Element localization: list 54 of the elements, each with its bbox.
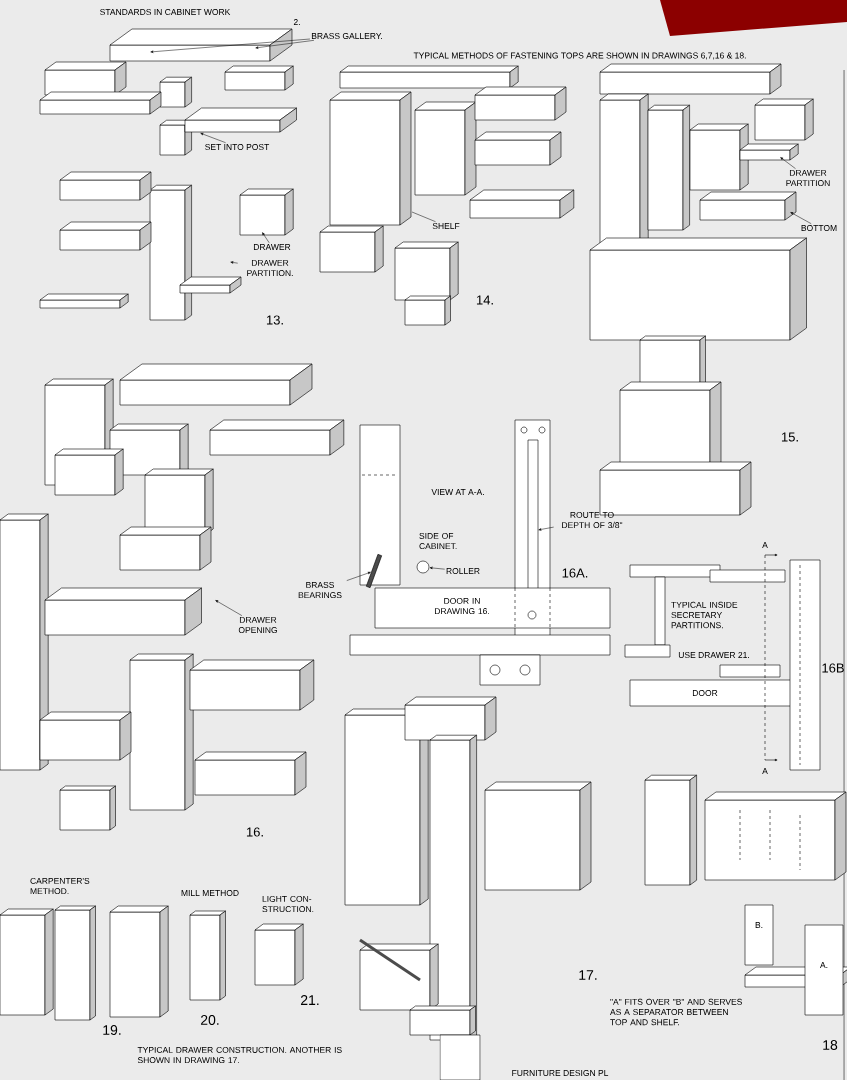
part-label: DOOR xyxy=(692,690,718,696)
leader-line xyxy=(429,566,445,570)
method-label: MILL METHOD xyxy=(181,890,239,896)
part-label: SHELF xyxy=(432,223,460,229)
figure-number: 15. xyxy=(781,432,798,442)
bearing-bar xyxy=(366,554,382,588)
part-label: DOOR IN DRAWING 16. xyxy=(435,597,489,615)
leader-line xyxy=(200,133,226,143)
figure-number: 14. xyxy=(476,295,493,305)
part-label: DRAWER PARTITION xyxy=(786,169,830,187)
view-label: VIEW AT A-A. xyxy=(431,489,484,495)
figure-number: 21. xyxy=(301,995,319,1005)
note-text: TYPICAL METHODS OF FASTENING TOPS ARE SHOWN IN DRAWINGS 6,7,16 & 18. xyxy=(413,52,746,60)
figure-number: 19. xyxy=(103,1025,121,1035)
note-text: "A" FITS OVER "B" AND SERVES AS A SEPARATOR BETWEEN TOP AND SHELF. xyxy=(610,998,742,1026)
part-label: A. xyxy=(820,962,828,968)
footer-text: FURNITURE DESIGN PL xyxy=(512,1070,609,1076)
leader-line xyxy=(230,261,238,264)
leader-line xyxy=(255,40,315,49)
figure-number: 16B xyxy=(822,663,844,673)
leader-line xyxy=(215,600,243,616)
part-label: DRAWER PARTITION. xyxy=(247,259,293,277)
note-text: TYPICAL DRAWER CONSTRUCTION. ANOTHER IS SHOWN IN DRAWING 17. xyxy=(137,1046,342,1064)
note-text: TYPICAL INSIDE SECRETARY PARTITIONS. xyxy=(671,601,738,629)
part-label: ROUTE TO DEPTH OF 3/8" xyxy=(562,511,623,529)
leader-line xyxy=(780,157,796,169)
figure-number: 18 xyxy=(823,1040,838,1050)
part-label: BOTTOM xyxy=(801,225,837,231)
part-label: SET INTO POST xyxy=(205,144,270,150)
part-label: DRAWER xyxy=(253,244,291,250)
leader-line xyxy=(150,38,311,53)
section-mark: A xyxy=(762,768,768,774)
part-label: ROLLER xyxy=(446,568,480,574)
note-text: USE DRAWER 21. xyxy=(678,652,749,658)
method-label: LIGHT CON- STRUCTION. xyxy=(262,895,314,913)
section-mark: A xyxy=(762,542,768,548)
figure-number: 13. xyxy=(266,315,283,325)
part-label: BRASS BEARINGS xyxy=(298,581,342,599)
leader-line xyxy=(790,212,812,224)
part-label: BRASS GALLERY. xyxy=(311,33,382,39)
leader-line xyxy=(538,526,554,531)
part-label: SIDE OF CABINET. xyxy=(419,532,457,550)
leader-line xyxy=(346,571,371,581)
callout-number: 2. xyxy=(293,19,300,25)
figure-number: 16. xyxy=(246,827,263,837)
leader-line xyxy=(411,211,436,222)
figure-number: 16A. xyxy=(562,568,588,578)
leader-line xyxy=(262,232,270,244)
figure-number: 20. xyxy=(201,1015,219,1025)
part-label: DRAWER OPENING xyxy=(238,616,277,634)
figure-number: 17. xyxy=(579,970,597,980)
part-label: B. xyxy=(755,922,763,928)
method-label: CARPENTER'S METHOD. xyxy=(30,877,90,895)
sheet-title: STANDARDS IN CABINET WORK xyxy=(100,9,231,15)
